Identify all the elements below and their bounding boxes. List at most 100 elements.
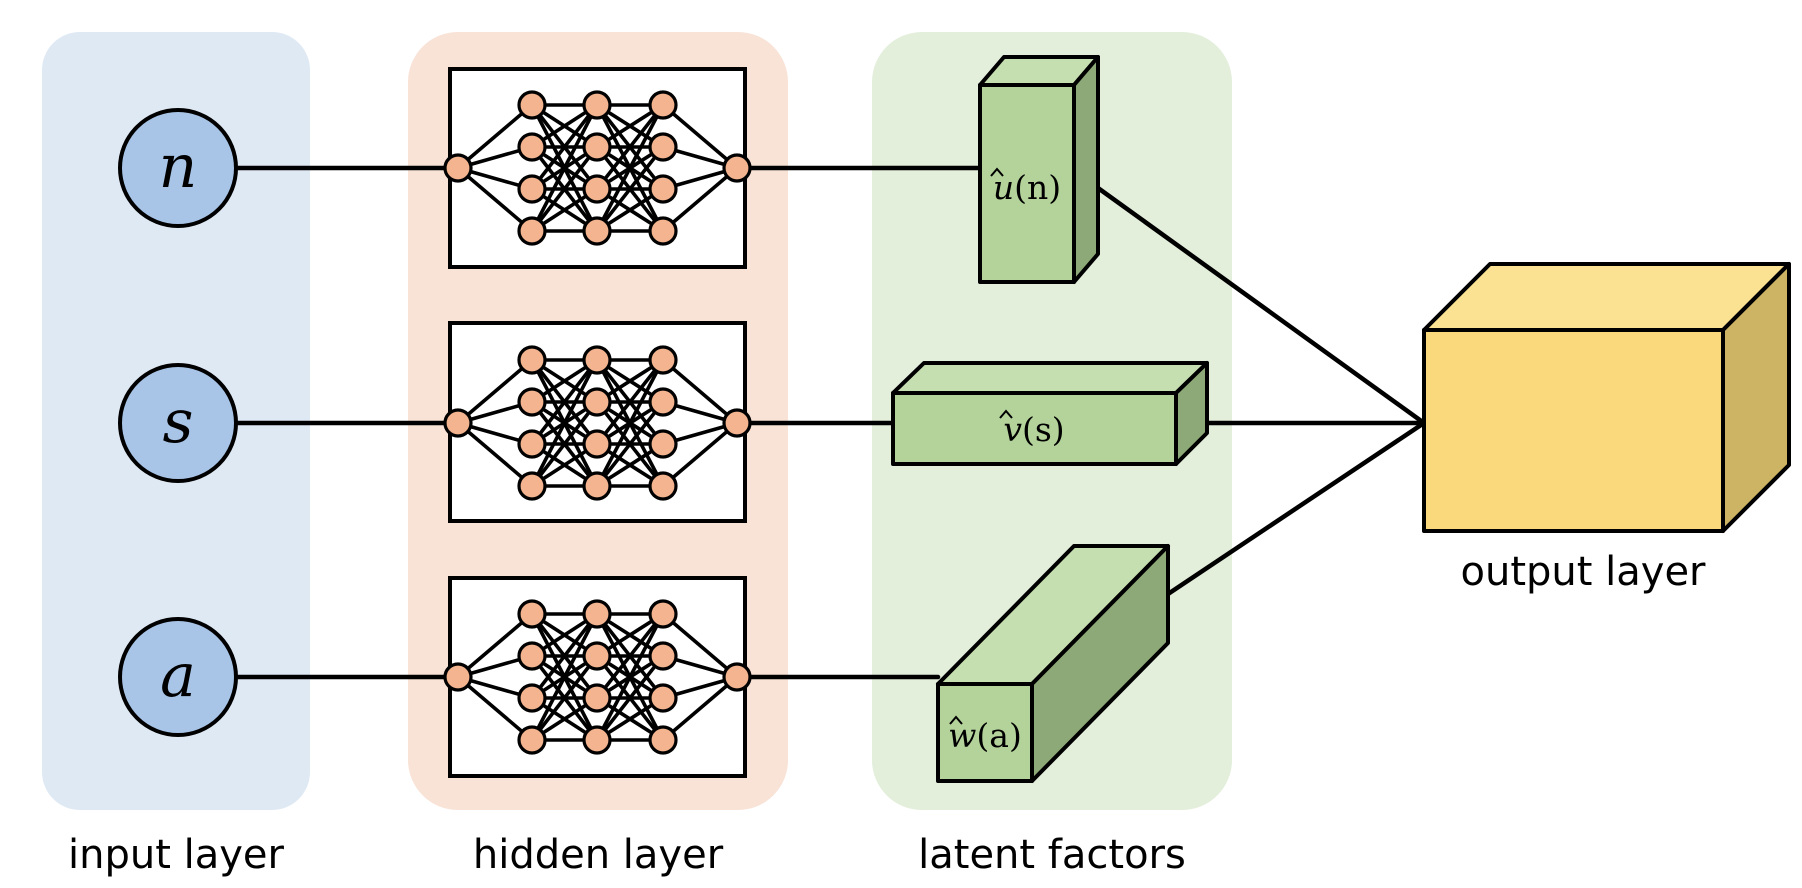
network-edge xyxy=(530,359,599,487)
network-edge xyxy=(530,103,599,191)
network-node xyxy=(648,641,678,671)
network-edge xyxy=(456,103,534,170)
network-edge xyxy=(530,613,599,741)
network-node xyxy=(648,345,678,375)
network-edge xyxy=(456,675,534,742)
network-edge xyxy=(661,358,739,425)
network-edge xyxy=(530,145,599,233)
network-edge xyxy=(530,358,599,446)
network-edge xyxy=(530,654,599,742)
edge-u-to-output xyxy=(1095,185,1427,426)
latent-symbol: w xyxy=(948,716,976,755)
network-edge xyxy=(530,400,599,488)
network-edge xyxy=(595,613,665,741)
network-node xyxy=(443,662,473,692)
network-node xyxy=(582,429,612,459)
network-edge xyxy=(456,421,534,488)
input-symbol: a xyxy=(160,641,196,711)
network-edge xyxy=(530,612,599,700)
input-symbol: n xyxy=(159,132,198,202)
network-node xyxy=(517,599,547,629)
connections xyxy=(233,165,1427,680)
hidden-layer-caption: hidden layer xyxy=(473,832,724,878)
edge-w-to-output xyxy=(1165,420,1427,597)
latent-factor-v: v(s) xyxy=(891,361,1209,466)
network-edge xyxy=(595,145,665,233)
input-symbol: s xyxy=(163,387,194,457)
network-node xyxy=(722,408,752,438)
network-node xyxy=(517,387,547,417)
network-node xyxy=(517,471,547,501)
neural-network-s xyxy=(443,321,752,523)
network-node xyxy=(517,132,547,162)
output-layer-caption: output layer xyxy=(1461,549,1707,595)
latent-arg: (s) xyxy=(1022,410,1065,449)
network-node xyxy=(443,153,473,183)
network-edge xyxy=(595,400,665,488)
network-node xyxy=(648,174,678,204)
network-node xyxy=(582,90,612,120)
latent-factors-caption: latent factors xyxy=(918,832,1186,878)
network-node xyxy=(582,683,612,713)
network-edge xyxy=(456,166,534,233)
network-node xyxy=(648,387,678,417)
network-edge xyxy=(595,358,665,446)
network-node xyxy=(582,471,612,501)
svg-text:w(a): w(a) xyxy=(948,716,1022,755)
network-node xyxy=(722,153,752,183)
network-edge xyxy=(661,612,739,679)
neural-network-a xyxy=(443,576,752,778)
network-node xyxy=(517,90,547,120)
output-layer-cube xyxy=(1422,262,1791,533)
network-node xyxy=(582,132,612,162)
network-edge xyxy=(661,675,739,742)
latent-symbol: u xyxy=(993,168,1014,207)
input-node-n: n xyxy=(118,108,238,228)
network-node xyxy=(648,132,678,162)
network-edge xyxy=(595,104,665,232)
latent-arg: (n) xyxy=(1014,168,1061,207)
network-node xyxy=(517,216,547,246)
network-node xyxy=(648,90,678,120)
network-node xyxy=(648,429,678,459)
network-node xyxy=(722,662,752,692)
network-node xyxy=(517,174,547,204)
latent-factor-u: u(n) xyxy=(978,55,1100,284)
svg-text:v(s): v(s) xyxy=(1003,410,1064,449)
network-node xyxy=(517,429,547,459)
network-edge xyxy=(595,103,665,191)
network-node xyxy=(582,174,612,204)
network-edge xyxy=(456,612,534,679)
network-edge xyxy=(595,612,665,700)
network-node xyxy=(582,641,612,671)
network-node xyxy=(582,345,612,375)
network-edge xyxy=(595,654,665,742)
network-node xyxy=(517,345,547,375)
network-node xyxy=(582,387,612,417)
network-node xyxy=(517,641,547,671)
network-edge xyxy=(456,358,534,425)
network-node xyxy=(648,216,678,246)
network-node xyxy=(517,725,547,755)
neural-network-n xyxy=(443,67,752,269)
latent-factor-w: w(a) xyxy=(936,544,1170,783)
latent-arg: (a) xyxy=(976,716,1021,755)
input-node-a: a xyxy=(118,617,238,737)
network-node xyxy=(648,683,678,713)
network-edge xyxy=(661,421,739,488)
input-layer-caption: input layer xyxy=(68,832,285,878)
network-node xyxy=(648,471,678,501)
network-node xyxy=(582,216,612,246)
input-node-s: s xyxy=(118,363,238,483)
network-node xyxy=(648,599,678,629)
network-node xyxy=(443,408,473,438)
latent-symbol: v xyxy=(1003,410,1022,449)
network-edge xyxy=(661,103,739,170)
network-node xyxy=(648,725,678,755)
network-edge xyxy=(661,166,739,233)
network-node xyxy=(582,725,612,755)
network-edge xyxy=(530,104,599,232)
network-node xyxy=(517,683,547,713)
network-edge xyxy=(595,359,665,487)
